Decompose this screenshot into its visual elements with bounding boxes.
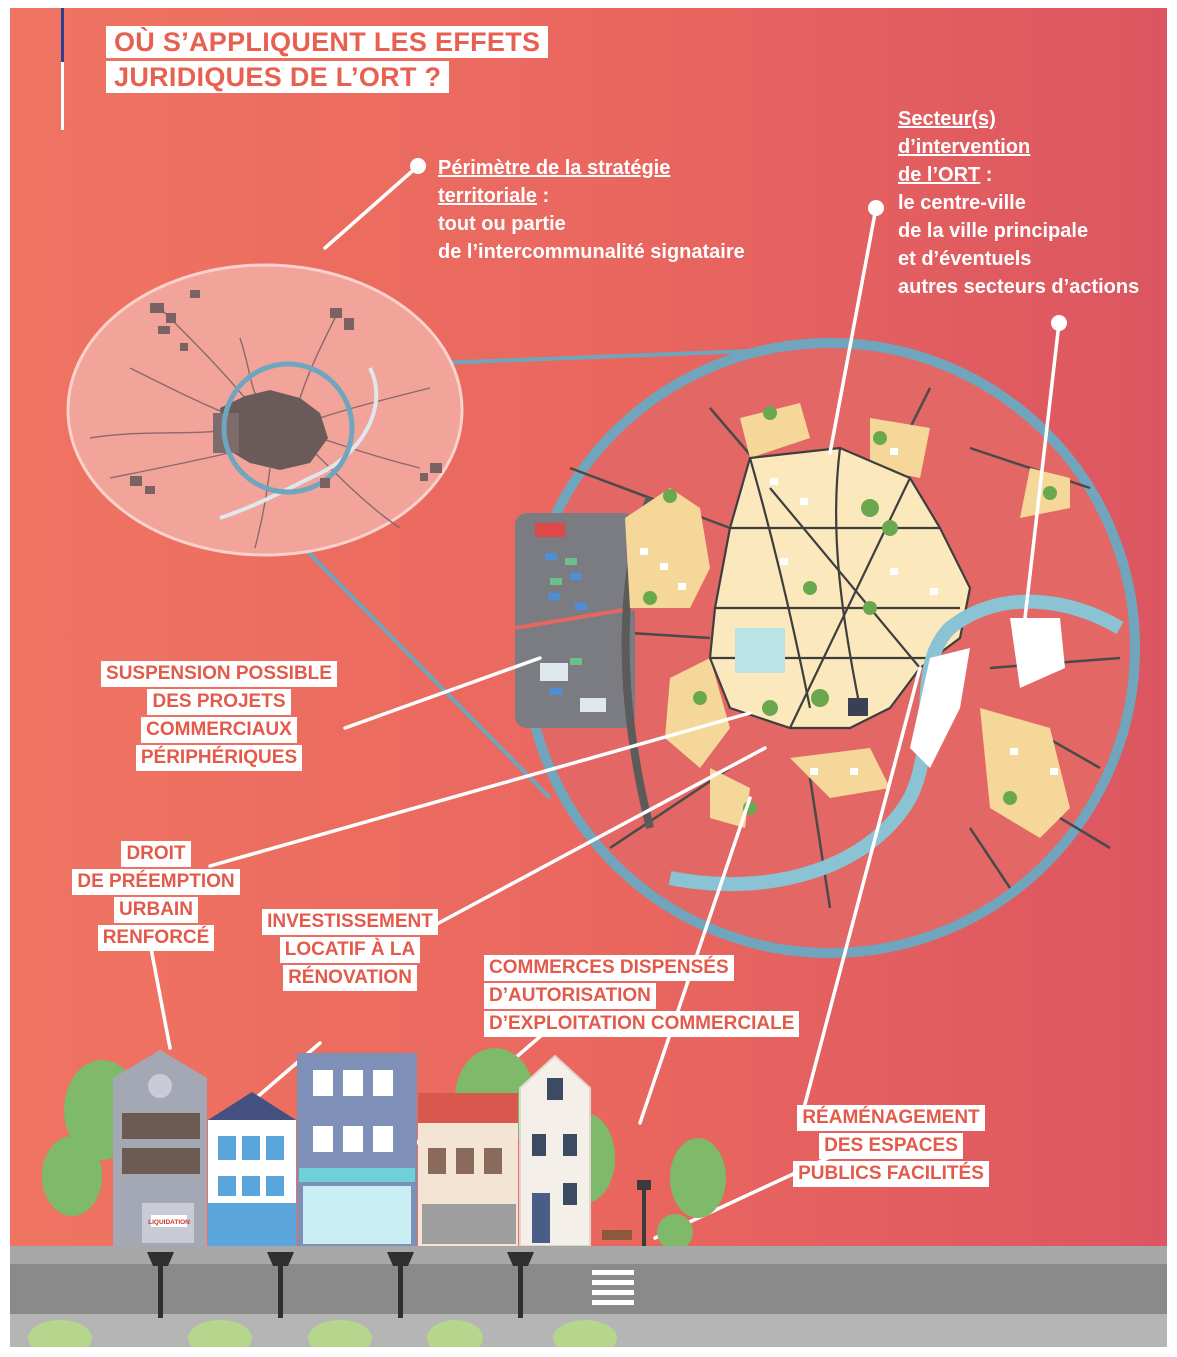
secteurs-heading-3: de l’ORT <box>898 164 981 186</box>
label-suspension: SUSPENSION POSSIBLE DES PROJETS COMMERCI… <box>94 660 344 772</box>
label-commerces-line-2: D’AUTORISATION <box>484 983 656 1009</box>
perimetre-heading-2: territoriale <box>438 185 537 207</box>
streetlamp-icon <box>147 1252 534 1318</box>
label-suspension-line-1: SUSPENSION POSSIBLE <box>101 661 337 687</box>
label-commerces-line-3: D’EXPLOITATION COMMERCIALE <box>484 1011 800 1037</box>
hospital-icon <box>735 628 785 673</box>
label-commerces-line-1: COMMERCES DISPENSÉS <box>484 955 734 981</box>
parking-icon <box>535 523 606 712</box>
sidewalk <box>10 1246 1167 1264</box>
label-reamenagement-line-2: DES ESPACES <box>819 1133 963 1159</box>
infographic: LIQUIDATION <box>10 8 1167 1347</box>
secteurs-line-2: de la ville principale <box>898 220 1089 242</box>
city-zoom <box>514 338 1140 958</box>
building-red <box>418 1093 518 1246</box>
secteurs-line-3: et d’éventuels <box>898 248 1032 270</box>
label-droit-line-4: RENFORCÉ <box>97 925 215 951</box>
label-suspension-line-2: DES PROJETS <box>147 689 291 715</box>
building-ornate: LIQUIDATION <box>113 1050 207 1246</box>
road <box>10 1264 1167 1314</box>
house-icon <box>640 448 1058 775</box>
secteurs-heading-1: Secteur(s) <box>898 108 996 130</box>
building-blue <box>208 1092 296 1248</box>
perimetre-dot <box>410 158 426 174</box>
title-accent-white <box>61 62 64 130</box>
perimetre-line-2: de l’intercommunalité signataire <box>438 241 745 263</box>
building-white <box>519 1054 591 1247</box>
secteurs-line-1: le centre-ville <box>898 192 1026 214</box>
crosswalk <box>592 1270 634 1305</box>
perimetre-colon: : <box>536 185 550 207</box>
secteurs-heading-2: d’intervention <box>898 136 1031 158</box>
perimetre-line-1: tout ou partie <box>438 213 566 235</box>
label-investissement-line-3: RÉNOVATION <box>283 965 417 991</box>
label-reamenagement-line-1: RÉAMÉNAGEMENT <box>797 1105 985 1131</box>
residential-blocks <box>625 403 1070 838</box>
building-tall <box>297 1053 417 1246</box>
label-reamenagement-line-3: PUBLICS FACILITÉS <box>793 1161 989 1187</box>
parking-lot <box>515 513 635 728</box>
bench-icon <box>602 1230 632 1240</box>
title-accent-blue <box>61 8 64 62</box>
title-line-1: OÙ S’APPLIQUENT LES EFFETS <box>106 26 549 58</box>
territory-map <box>66 263 464 557</box>
secteurs-callout: Secteur(s) d’intervention de l’ORT : le … <box>898 105 1139 301</box>
label-investissement-line-2: LOCATIF À LA <box>279 937 421 963</box>
label-suspension-line-3: COMMERCIAUX <box>141 717 297 743</box>
perimetre-heading-1: Périmètre de la stratégie <box>438 157 671 179</box>
page-title: OÙ S’APPLIQUENT LES EFFETS JURIDIQUES DE… <box>106 26 549 96</box>
bushes <box>28 1320 617 1347</box>
label-droit-line-3: URBAIN <box>114 897 198 923</box>
label-suspension-line-4: PÉRIPHÉRIQUES <box>135 745 303 771</box>
tree-icon <box>643 406 1057 815</box>
street-scene: LIQUIDATION <box>10 1048 1167 1347</box>
label-droit: DROIT DE PRÉEMPTION URBAIN RENFORCÉ <box>66 840 246 952</box>
secteurs-colon: : <box>980 164 993 186</box>
territory-zoom-ring <box>221 361 355 495</box>
secteurs-secondary-dot <box>1051 315 1067 331</box>
label-droit-line-1: DROIT <box>121 841 191 867</box>
perimetre-callout: Périmètre de la stratégie territoriale :… <box>438 154 745 266</box>
shop-sign-text: LIQUIDATION <box>148 1219 190 1226</box>
label-investissement-line-1: INVESTISSEMENT <box>262 909 438 935</box>
infographic-art: LIQUIDATION <box>10 8 1167 1347</box>
label-droit-line-2: DE PRÉEMPTION <box>72 869 240 895</box>
label-commerces: COMMERCES DISPENSÉS D’AUTORISATION D’EXP… <box>484 954 800 1038</box>
secondary-sector <box>910 648 970 768</box>
label-investissement: INVESTISSEMENT LOCATIF À LA RÉNOVATION <box>250 908 450 992</box>
title-line-2: JURIDIQUES DE L’ORT ? <box>106 61 450 93</box>
territory-town <box>220 390 328 470</box>
streetlamp-icon <box>637 1180 651 1246</box>
label-reamenagement: RÉAMÉNAGEMENT DES ESPACES PUBLICS FACILI… <box>786 1104 996 1188</box>
secteurs-line-4: autres secteurs d’actions <box>898 276 1140 298</box>
secteurs-dot <box>868 200 884 216</box>
